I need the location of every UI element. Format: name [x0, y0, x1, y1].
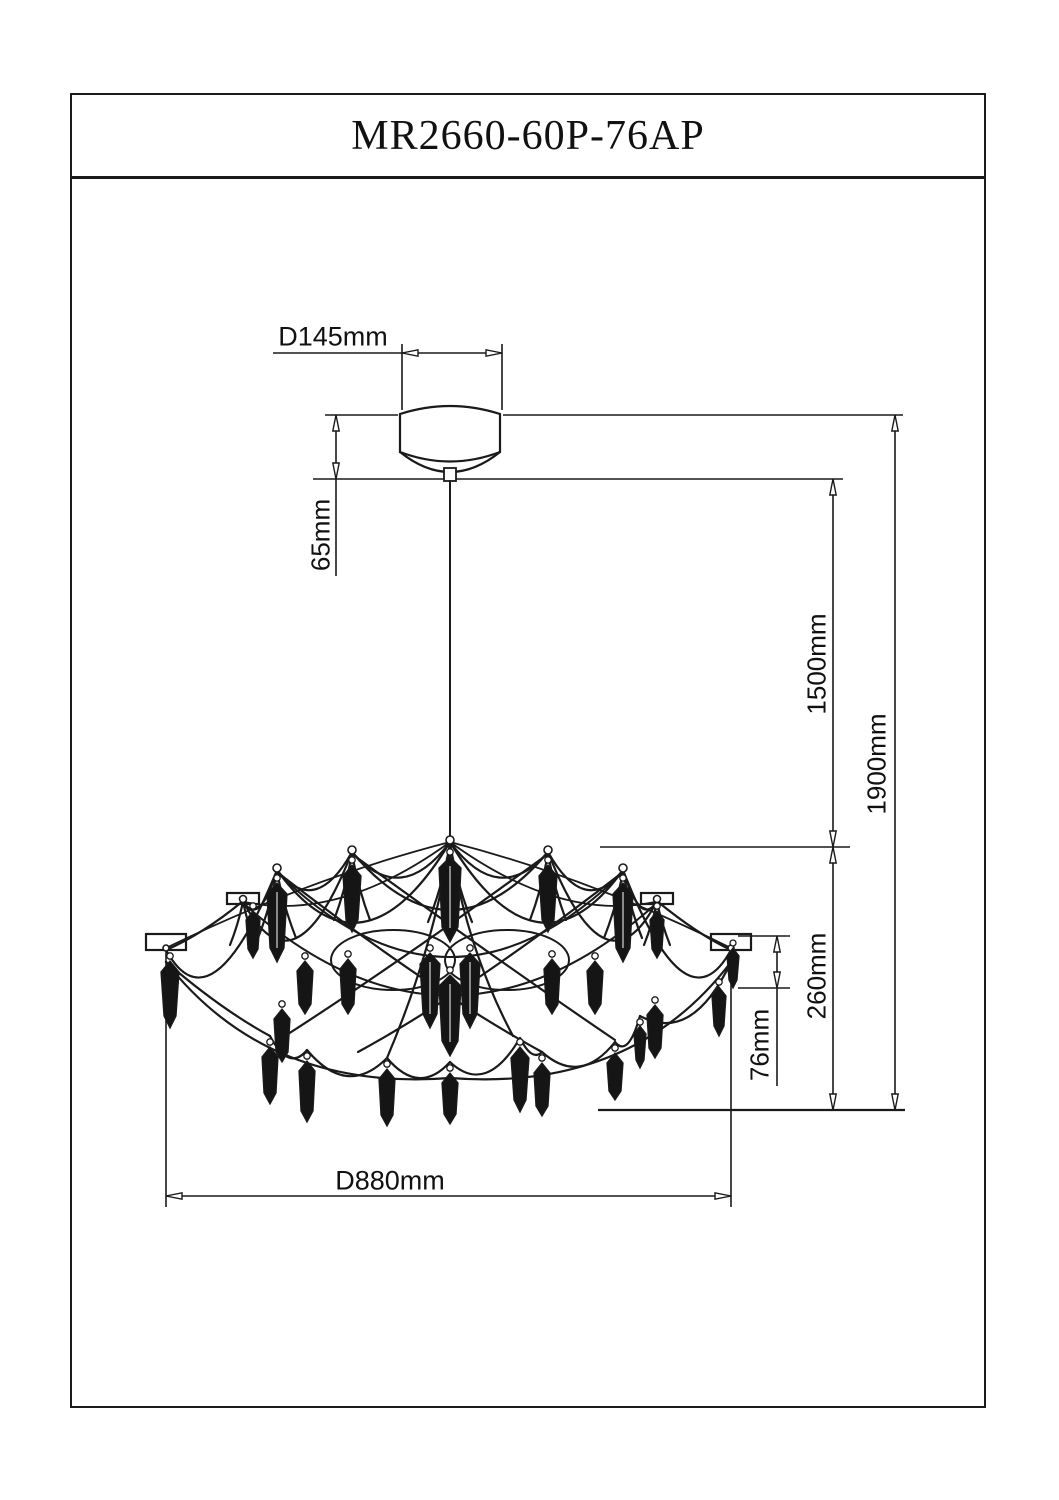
- label-crystal-length: 76mm: [744, 1008, 775, 1082]
- label-body-height: 260mm: [801, 932, 832, 1020]
- label-canopy-diameter: D145mm: [278, 321, 388, 352]
- model-number-title: MR2660-60P-76AP: [351, 112, 705, 159]
- measured-crystal-76mm: [726, 946, 740, 990]
- measured-crystal-bead: [729, 939, 737, 947]
- label-body-diameter: D880mm: [335, 1165, 445, 1196]
- label-cord-length: 1500mm: [801, 613, 832, 715]
- dimension-arrowheads: [165, 348, 900, 1201]
- dimension-lines: [165, 344, 905, 1207]
- label-canopy-height: 65mm: [305, 498, 336, 572]
- canopy-drawing: [398, 404, 502, 883]
- crystal-facets: [276, 866, 624, 1042]
- crystal-drops: [160, 848, 740, 1128]
- label-total-height: 1900mm: [861, 713, 892, 815]
- title-block: MR2660-60P-76AP: [72, 95, 984, 179]
